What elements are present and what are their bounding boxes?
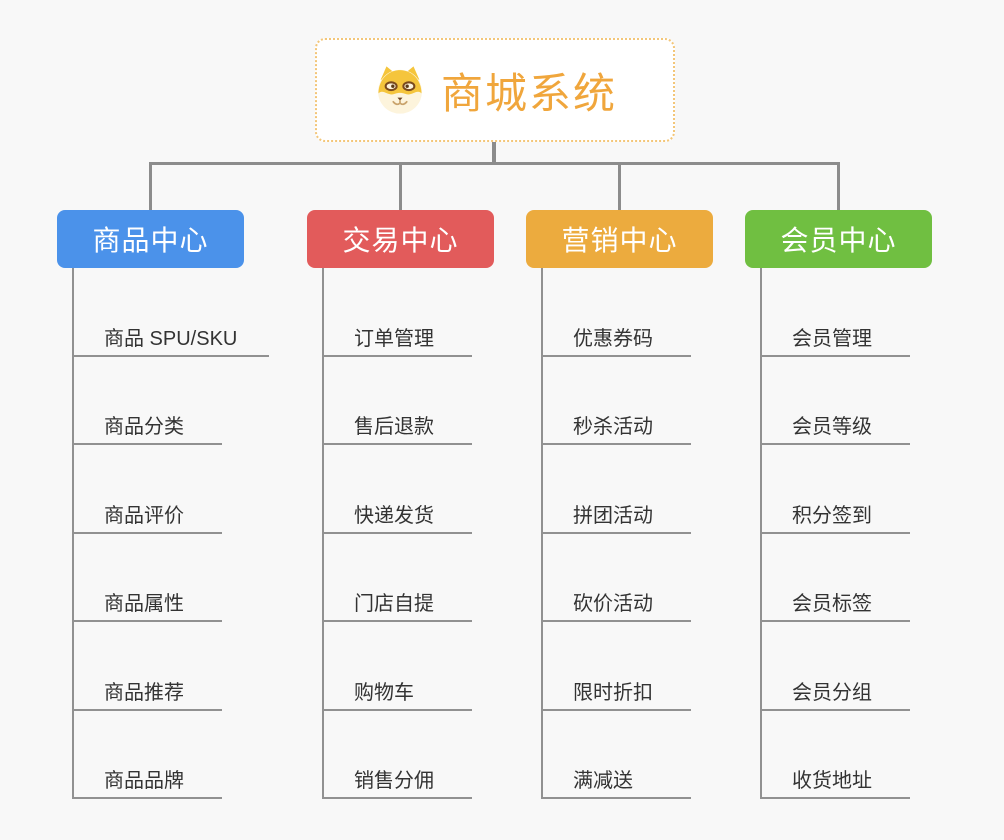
branch-node-marketing-center[interactable]: 营销中心 <box>526 210 713 268</box>
leaf-node[interactable]: 商品分类 <box>72 357 222 445</box>
leaf-node[interactable]: 快递发货 <box>322 445 472 534</box>
branch-label: 营销中心 <box>561 225 678 256</box>
leaf-node[interactable]: 会员管理 <box>760 268 910 357</box>
leaf-node[interactable]: 订单管理 <box>322 268 472 357</box>
branch-trunk-line <box>541 268 543 799</box>
leaf-node[interactable]: 满减送 <box>541 711 691 799</box>
branch-node-product-center[interactable]: 商品中心 <box>57 210 244 268</box>
leaf-node[interactable]: 购物车 <box>322 622 472 711</box>
branch-label: 商品中心 <box>92 225 209 256</box>
leaf-node[interactable]: 砍价活动 <box>541 534 691 622</box>
connector-stub-branch-3 <box>618 164 621 210</box>
leaf-node[interactable]: 销售分佣 <box>322 711 472 799</box>
leaf-node[interactable]: 商品评价 <box>72 445 222 534</box>
branch-trunk-line <box>760 268 762 799</box>
leaf-node[interactable]: 会员标签 <box>760 534 910 622</box>
branch-node-member-center[interactable]: 会员中心 <box>745 210 932 268</box>
branch-column-marketing-center: 优惠券码 秒杀活动 拼团活动 砍价活动 限时折扣 满减送 <box>541 268 691 799</box>
branch-trunk-line <box>322 268 324 799</box>
shiba-dog-icon <box>378 66 422 114</box>
leaf-node[interactable]: 秒杀活动 <box>541 357 691 445</box>
connector-stub-branch-2 <box>399 164 402 210</box>
leaf-node[interactable]: 商品 SPU/SKU <box>72 268 270 357</box>
connector-stub-branch-4 <box>837 164 840 210</box>
leaf-node[interactable]: 收货地址 <box>760 711 910 799</box>
connector-root-stub <box>492 141 496 165</box>
root-node-title: 商城系统 <box>440 69 617 117</box>
branch-column-member-center: 会员管理 会员等级 积分签到 会员标签 会员分组 收货地址 <box>760 268 910 799</box>
branch-column-product-center: 商品 SPU/SKU 商品分类 商品评价 商品属性 商品推荐 商品品牌 <box>72 268 270 799</box>
branch-node-trade-center[interactable]: 交易中心 <box>307 210 494 268</box>
leaf-node[interactable]: 会员分组 <box>760 622 910 711</box>
branch-column-trade-center: 订单管理 售后退款 快递发货 门店自提 购物车 销售分佣 <box>322 268 472 799</box>
root-node-mall-system[interactable]: 商城系统 <box>315 38 675 142</box>
branch-label: 会员中心 <box>780 225 897 256</box>
leaf-node[interactable]: 售后退款 <box>322 357 472 445</box>
leaf-node[interactable]: 门店自提 <box>322 534 472 622</box>
leaf-node[interactable]: 商品品牌 <box>72 711 222 799</box>
connector-stub-branch-1 <box>149 164 152 210</box>
leaf-node[interactable]: 商品推荐 <box>72 622 222 711</box>
leaf-node[interactable]: 拼团活动 <box>541 445 691 534</box>
branch-label: 交易中心 <box>342 225 459 256</box>
leaf-node[interactable]: 会员等级 <box>760 357 910 445</box>
connector-horizontal-rail <box>149 162 840 165</box>
leaf-node[interactable]: 积分签到 <box>760 445 910 534</box>
leaf-node[interactable]: 商品属性 <box>72 534 222 622</box>
leaf-node[interactable]: 优惠券码 <box>541 268 691 357</box>
leaf-node[interactable]: 限时折扣 <box>541 622 691 711</box>
branch-trunk-line <box>72 268 74 799</box>
